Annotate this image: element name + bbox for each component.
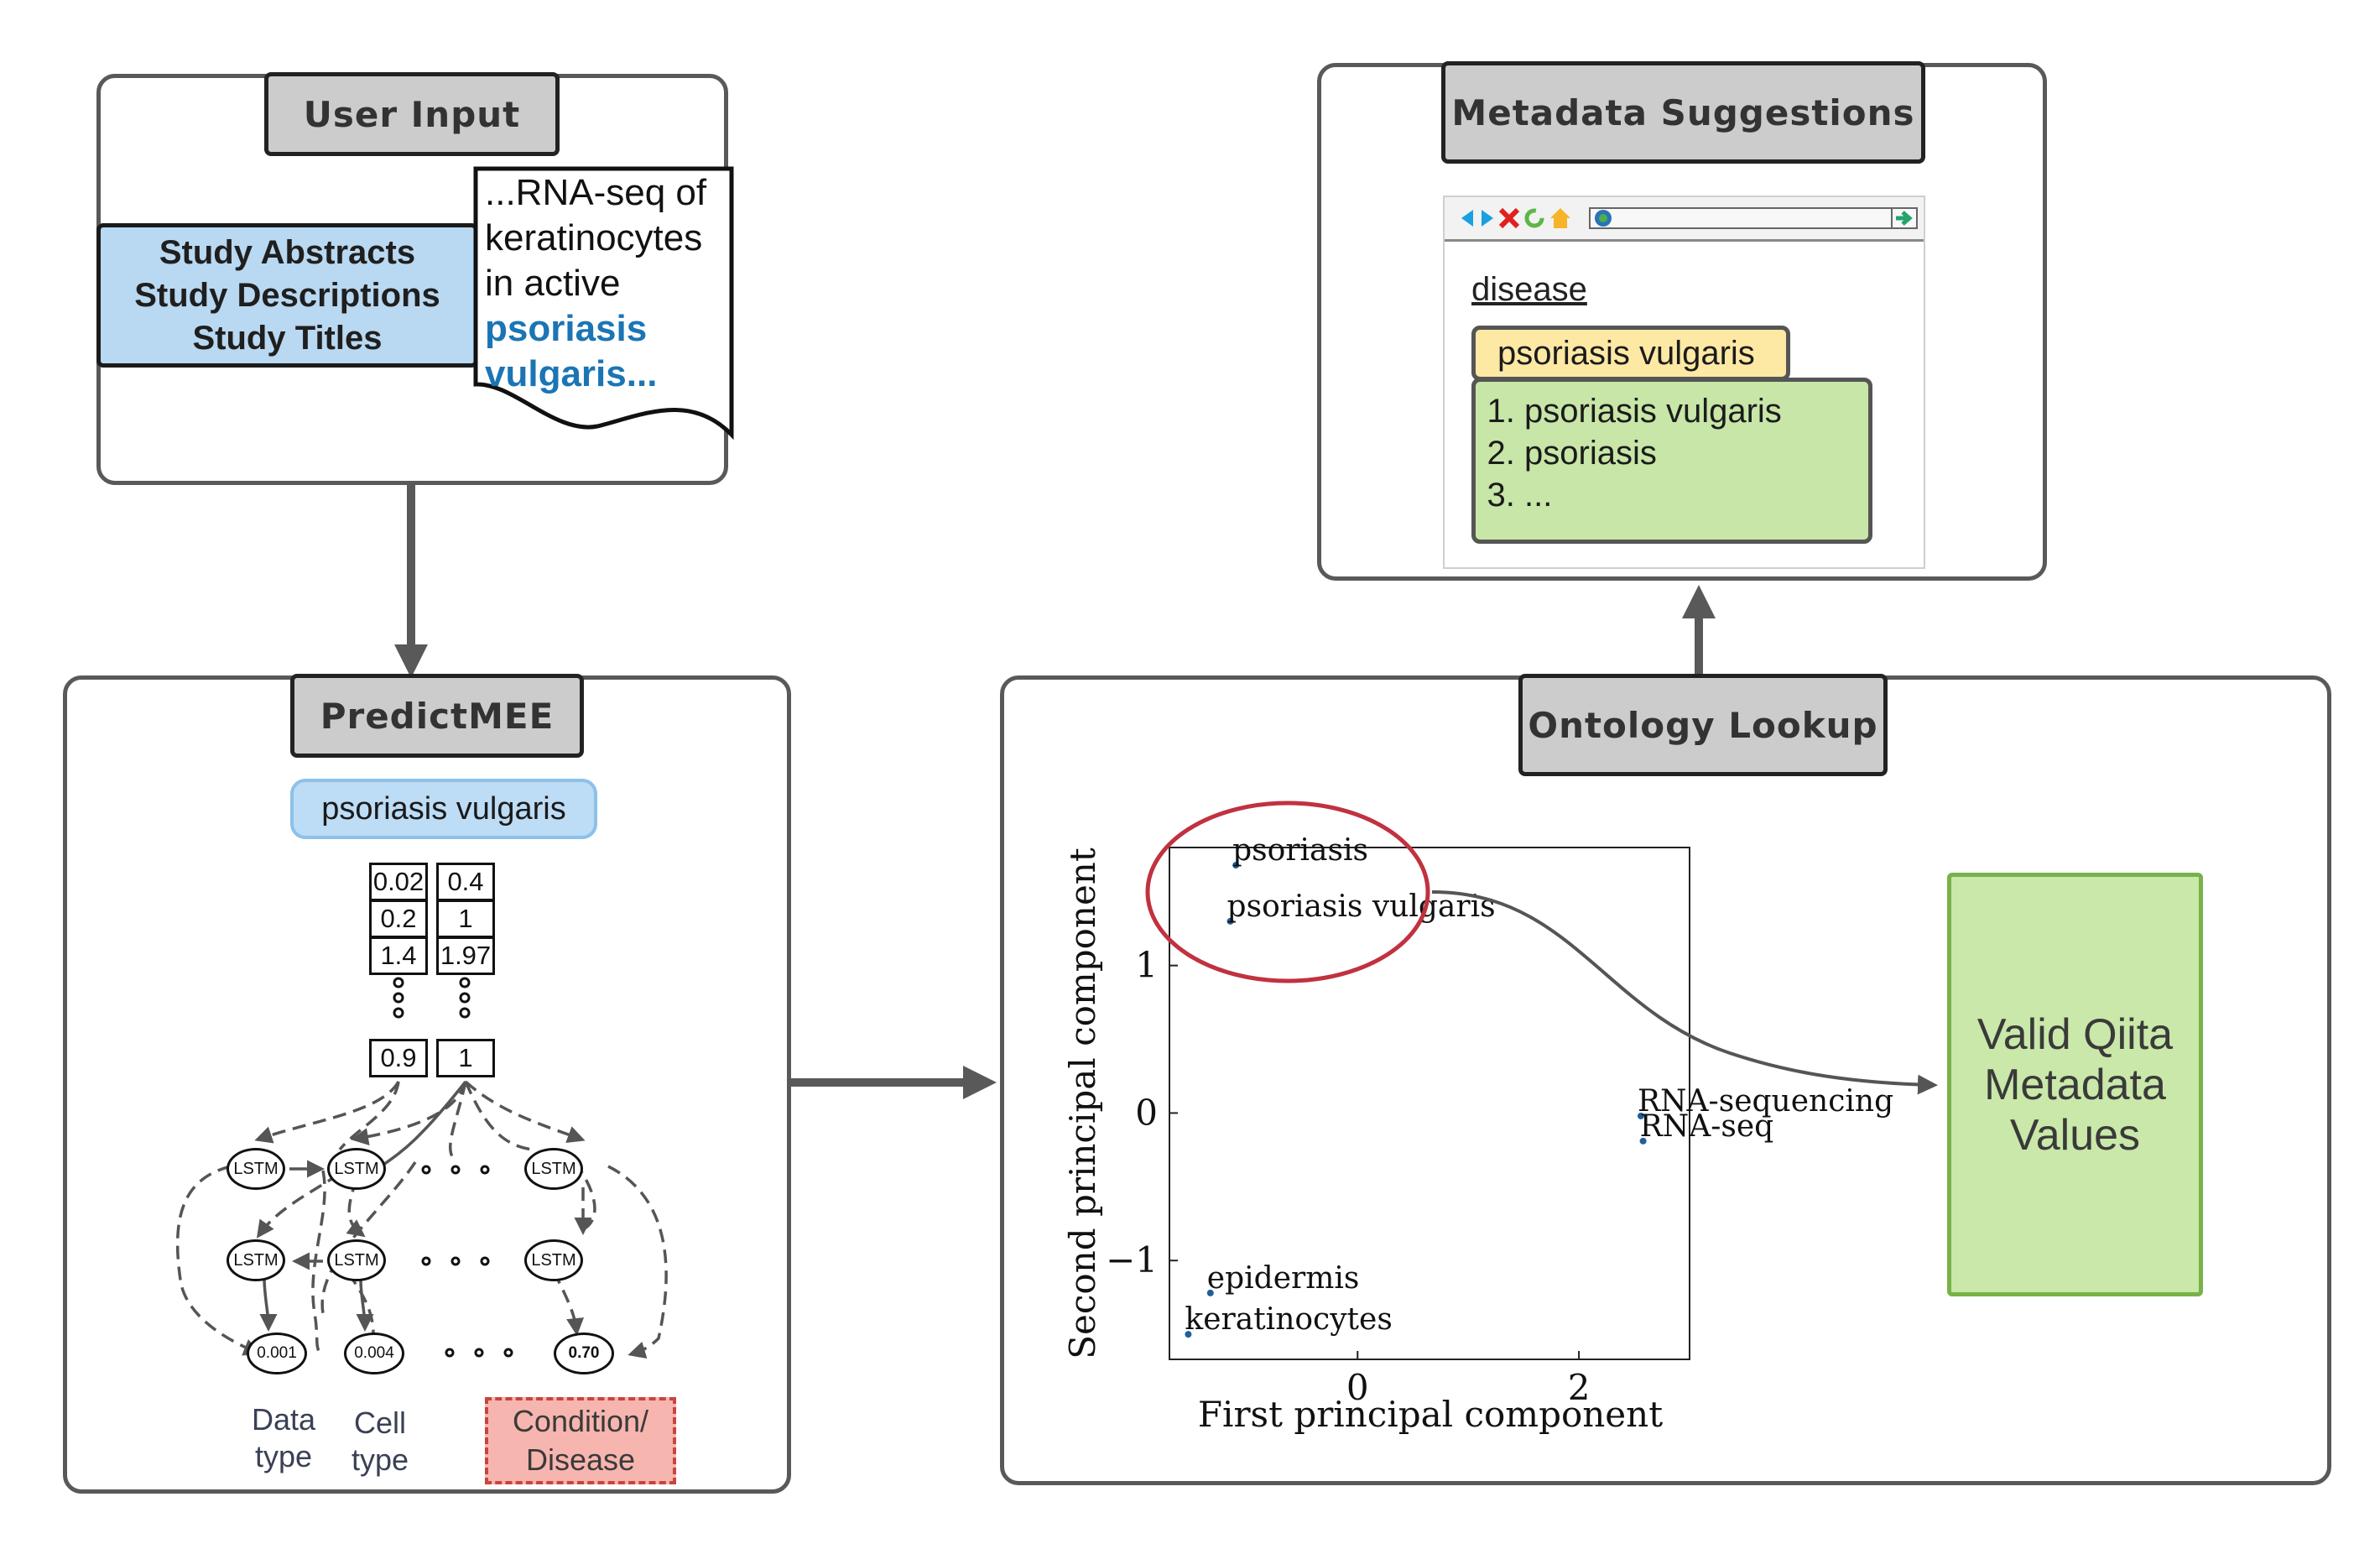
browser-toolbar [1445, 197, 1924, 242]
x-tick-label: 0 [1346, 1367, 1369, 1408]
point-label: RNA-sequencing [1638, 1084, 1893, 1119]
lstm-network-connections [175, 977, 668, 1359]
scatter-point [1637, 1112, 1644, 1119]
valid-box-line1: Valid Qiita [1976, 1009, 2174, 1059]
close-icon[interactable] [1498, 207, 1520, 229]
label-data-type-line2: type [254, 1439, 313, 1473]
user-input-title: User Input [264, 72, 560, 156]
vector-cell: 0.9 [369, 1039, 428, 1077]
scatter-point [1232, 862, 1240, 869]
selected-value-box[interactable]: psoriasis vulgaris [1471, 326, 1790, 381]
forward-icon[interactable] [1480, 208, 1495, 228]
point-label: keratinocytes [1185, 1302, 1392, 1337]
label-condition-line2: Disease [525, 1442, 636, 1477]
input-term-pill: psoriasis vulgaris [290, 779, 597, 839]
lstm-node: LSTM [227, 1239, 285, 1281]
vector-cell: 0.4 [436, 863, 495, 901]
scatter-point [1226, 917, 1234, 925]
refresh-icon[interactable] [1523, 207, 1545, 229]
point-label: RNA-seq [1640, 1109, 1774, 1144]
document-highlight-text: psoriasis vulgaris... [485, 308, 658, 394]
scatter-point [1639, 1137, 1647, 1145]
pca-scatter-plot: 0 2 −1 0 1 psoriasis psoriasis vulgarisRNA-se… [1062, 801, 1938, 1435]
vector-cell: 1 [436, 900, 495, 938]
y-tick-label: 0 [1135, 1092, 1158, 1133]
document-text: ...RNA-seq of keratinocytes in active ps… [485, 170, 728, 397]
go-icon[interactable] [1891, 207, 1918, 229]
label-cell-type-line1: Cell [353, 1406, 406, 1440]
source-abstracts: Study Abstracts [159, 233, 416, 271]
home-icon[interactable] [1549, 206, 1572, 230]
vector-cell: 0.02 [369, 863, 428, 901]
scatter-point [1206, 1289, 1214, 1296]
document-plain-text: ...RNA-seq of keratinocytes in active [485, 172, 707, 304]
ontology-lookup-title: Ontology Lookup [1518, 674, 1888, 776]
metadata-suggestions-title: Metadata Suggestions [1441, 61, 1925, 164]
vector-cell: 1.97 [436, 936, 495, 975]
x-axis-label: First principal component [1198, 1394, 1663, 1435]
output-node-condition: 0.70 [554, 1333, 614, 1374]
source-titles: Study Titles [192, 319, 383, 357]
suggestion-item[interactable]: psoriasis vulgaris [1524, 390, 1868, 432]
field-name-disease: disease [1471, 271, 1587, 308]
arrow-cluster-to-values [1431, 890, 1938, 1095]
source-descriptions: Study Descriptions [134, 276, 440, 314]
highlight-circle [1145, 801, 1430, 983]
plot-frame [1169, 847, 1690, 1360]
globe-icon [1595, 210, 1612, 227]
condition-disease-box: Condition/ Disease [485, 1397, 676, 1484]
scatter-point [1185, 1331, 1192, 1338]
suggestion-item[interactable]: ... [1524, 474, 1868, 516]
x-tick-label: 2 [1568, 1367, 1591, 1408]
point-label: psoriasis vulgaris [1227, 889, 1496, 924]
lstm-node: LSTM [327, 1148, 386, 1190]
vector-cell: 1.4 [369, 936, 428, 975]
lstm-node: LSTM [524, 1239, 583, 1281]
suggestion-list-box: psoriasis vulgaris psoriasis ... [1471, 378, 1872, 544]
valid-metadata-box: Valid Qiita Metadata Values [1947, 873, 2203, 1296]
lstm-node: LSTM [327, 1239, 386, 1281]
output-node-data-type: 0.001 [247, 1333, 307, 1374]
lstm-node: LSTM [227, 1148, 285, 1190]
label-cell-type: Cell type [330, 1405, 430, 1479]
document-icon [473, 166, 734, 441]
output-node-cell-type: 0.004 [344, 1333, 404, 1374]
url-bar[interactable] [1589, 207, 1918, 229]
y-tick-label: 1 [1135, 945, 1158, 986]
label-data-type: Data type [233, 1401, 334, 1475]
point-label: psoriasis [1232, 833, 1368, 868]
source-types-box: Study Abstracts Study Descriptions Study… [96, 223, 478, 368]
valid-box-line2: Metadata [1984, 1060, 2166, 1109]
point-label: epidermis [1207, 1261, 1360, 1296]
label-condition-line1: Condition/ [512, 1404, 649, 1438]
label-data-type-line1: Data [251, 1402, 316, 1437]
y-tick-label: −1 [1106, 1239, 1158, 1280]
suggestion-list: psoriasis vulgaris psoriasis ... [1482, 390, 1868, 516]
browser-window: disease psoriasis vulgaris psoriasis vul… [1443, 196, 1925, 569]
suggestion-item[interactable]: psoriasis [1524, 432, 1868, 474]
predictmee-title: PredictMEE [290, 674, 584, 758]
lstm-node: LSTM [524, 1148, 583, 1190]
label-cell-type-line2: type [351, 1442, 409, 1477]
y-axis-label: Second principal component [1062, 848, 1103, 1359]
back-icon[interactable] [1460, 208, 1475, 228]
valid-box-line3: Values [2009, 1110, 2141, 1160]
vector-cell: 1 [436, 1039, 495, 1077]
